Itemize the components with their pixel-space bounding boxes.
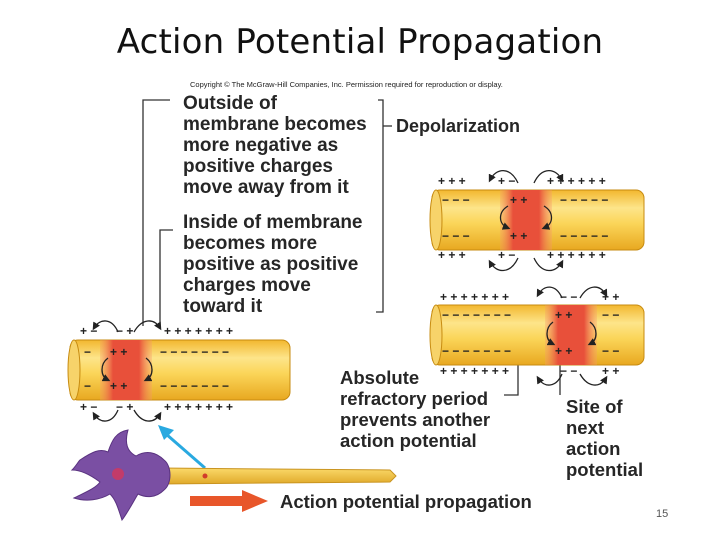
svg-text:− −: − −: [560, 364, 577, 378]
svg-text:+ −: + −: [80, 400, 97, 414]
outside-membrane-label: Outside of membrane becomes more negativ…: [183, 93, 367, 198]
absolute-refractory-label: Absolute refractory period prevents anot…: [340, 367, 491, 451]
svg-text:+ +: + +: [555, 308, 572, 322]
cyan-pointer-arrow: [158, 425, 206, 470]
svg-text:− − − − − − −: − − − − − − −: [160, 379, 229, 393]
svg-text:− − −: − − −: [442, 229, 470, 243]
svg-text:+ +: + +: [110, 379, 127, 393]
svg-text:− −: − −: [602, 344, 619, 358]
next-site-label: Site of next action potential: [566, 396, 644, 480]
svg-text:+ + +: + + +: [438, 248, 466, 262]
page-number: 15: [656, 508, 669, 520]
svg-text:+ + + + + + +: + + + + + + +: [164, 400, 233, 414]
slide-title: Action Potential Propagation: [116, 22, 604, 62]
svg-text:+ + + + + + +: + + + + + + +: [440, 290, 509, 304]
svg-text:− − − − − − −: − − − − − − −: [442, 308, 511, 322]
svg-text:+ + + + + +: + + + + + +: [547, 248, 606, 262]
neuron-illustration: [70, 429, 397, 522]
axon-segment-depolarization: + + + + − + + + + + + − − − + + − − − − …: [429, 169, 645, 272]
axon-segment-refractory: + + + + + + + − − + + − − − − − − − + + …: [429, 286, 645, 386]
svg-text:− −: − −: [560, 290, 577, 304]
propagation-label: Action potential propagation: [280, 491, 532, 512]
svg-text:+ −: + −: [498, 248, 515, 262]
svg-text:− − − − −: − − − − −: [560, 229, 608, 243]
svg-text:+ + + + + + +: + + + + + + +: [164, 324, 233, 338]
propagation-arrow: [190, 490, 268, 512]
svg-text:−: −: [84, 379, 91, 393]
svg-text:+ +: + +: [555, 344, 572, 358]
svg-text:+ + +: + + +: [438, 174, 466, 188]
svg-text:+ + + + + +: + + + + + +: [547, 174, 606, 188]
axon-segment-initial: + − − + + + + + + + + − + + − − − − − − …: [67, 320, 291, 422]
svg-text:+ + + + + + +: + + + + + + +: [440, 364, 509, 378]
svg-text:− − − − − − −: − − − − − − −: [442, 344, 511, 358]
svg-text:+ +: + +: [602, 364, 619, 378]
svg-text:+ −: + −: [498, 174, 515, 188]
svg-text:+ +: + +: [510, 193, 527, 207]
svg-text:+ +: + +: [510, 229, 527, 243]
svg-text:−: −: [84, 345, 91, 359]
svg-text:− − − − −: − − − − −: [560, 193, 608, 207]
copyright-notice: Copyright © The McGraw-Hill Companies, I…: [190, 80, 503, 89]
svg-text:− − − − − − −: − − − − − − −: [160, 345, 229, 359]
svg-text:− +: − +: [116, 324, 133, 338]
svg-text:− +: − +: [116, 400, 133, 414]
depolarization-label: Depolarization: [396, 116, 521, 136]
svg-text:− − −: − − −: [442, 193, 470, 207]
svg-text:+ +: + +: [110, 345, 127, 359]
svg-text:− −: − −: [602, 308, 619, 322]
inside-membrane-label: Inside of membrane becomes more positive…: [183, 212, 363, 317]
